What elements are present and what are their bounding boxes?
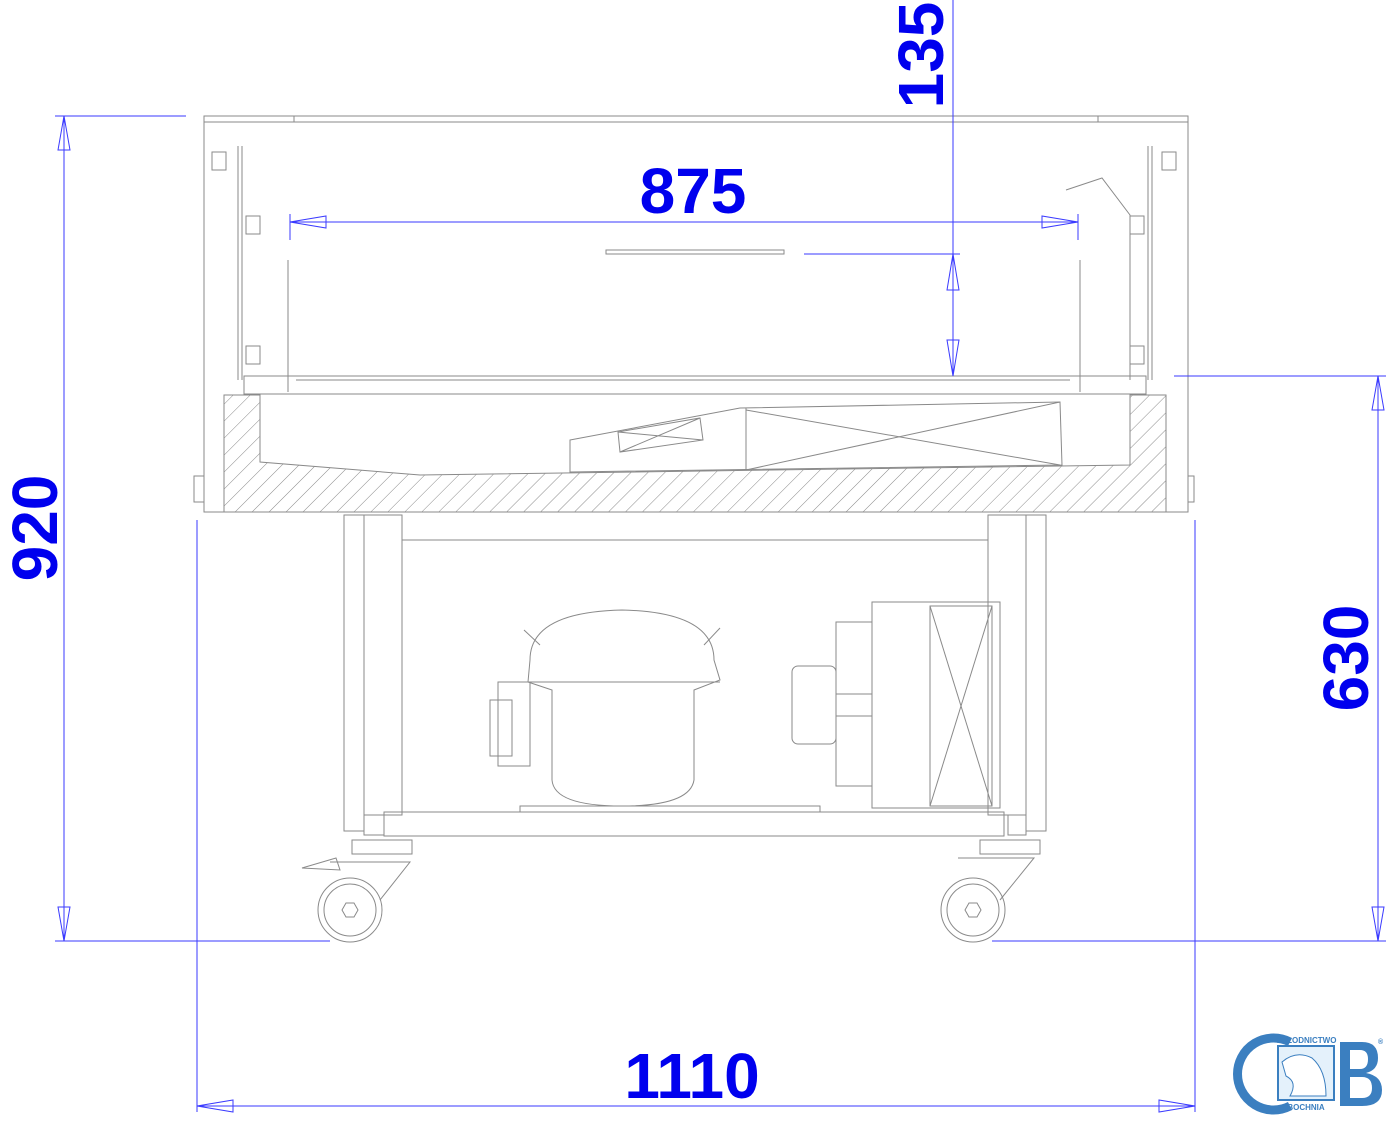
castor-left — [301, 839, 413, 943]
dimension-top-offset: 135 — [885, 2, 957, 109]
cabinet-upper — [193, 115, 1195, 513]
condenser-unit — [791, 601, 1001, 809]
company-logo: CHŁODNICTWO BOCHNIA ® — [1233, 1033, 1384, 1115]
dimension-base-height: 630 — [1310, 605, 1382, 712]
dimension-lines — [55, 0, 1386, 1113]
cabinet-base — [343, 514, 1047, 837]
dimension-total-height: 920 — [0, 475, 71, 582]
svg-text:BOCHNIA: BOCHNIA — [1287, 1103, 1325, 1112]
dimension-total-width: 1110 — [624, 1040, 759, 1112]
dimension-inner-width: 875 — [640, 155, 747, 227]
compressor — [489, 609, 821, 813]
svg-text:®: ® — [1378, 1038, 1384, 1046]
svg-text:CHŁODNICTWO: CHŁODNICTWO — [1276, 1036, 1337, 1045]
castor-right — [940, 839, 1041, 943]
